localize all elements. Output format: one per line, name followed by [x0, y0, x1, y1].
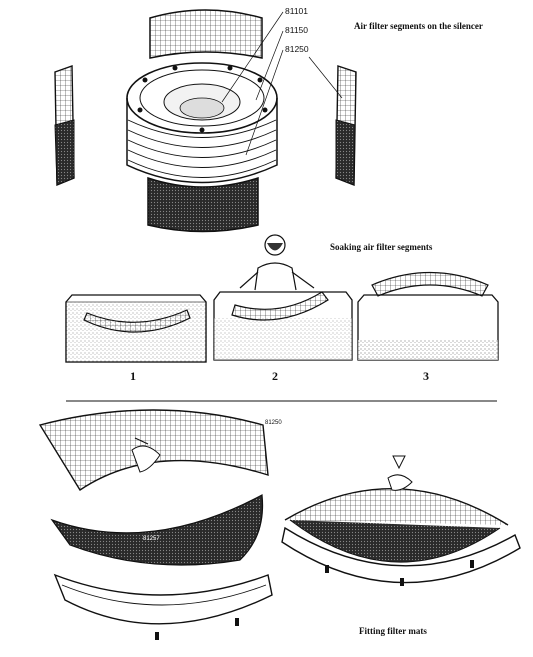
filter-segment-top	[149, 9, 263, 59]
segment-frame-figure	[53, 573, 273, 640]
part-number-81101: 81101	[285, 6, 309, 16]
filter-segment-bottom	[147, 176, 259, 233]
step-label-1: 1	[130, 369, 136, 383]
step-label-2: 2	[272, 369, 278, 383]
filter-mat-figure	[50, 494, 264, 566]
tank-3	[357, 271, 499, 361]
caption-soaking: Soaking air filter segments	[330, 242, 433, 252]
segment-grid-figure	[38, 409, 269, 491]
step-label-3: 3	[423, 369, 429, 383]
tank-2	[213, 234, 353, 361]
tank-1	[65, 294, 207, 363]
caption-fitting: Fitting filter mats	[359, 626, 427, 636]
fitting-assembly-figure	[281, 455, 521, 586]
caption-silencer: Air filter segments on the silencer	[354, 21, 483, 31]
part-number-81150: 81150	[285, 25, 309, 35]
mat-part-number: 81257	[143, 536, 160, 542]
part-number-81250: 81250	[285, 44, 309, 54]
segment-part-number: 81250	[265, 420, 282, 426]
silencer-figure	[54, 9, 357, 233]
